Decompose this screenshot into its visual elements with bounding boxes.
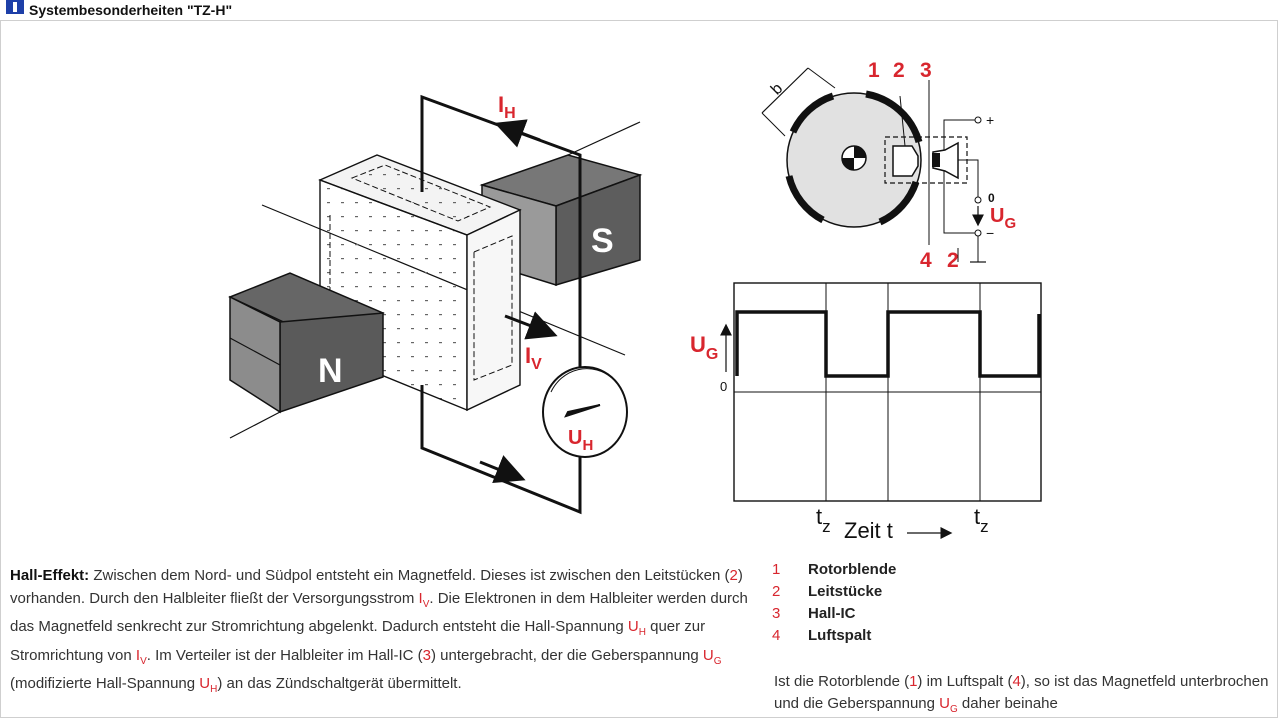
signal-waveform: [735, 310, 1041, 378]
bmw-logo-icon: [6, 0, 24, 14]
plot-tz-right: tz: [974, 504, 989, 536]
rotor-note: Ist die Rotorblende (1) im Luftspalt (4)…: [774, 673, 1269, 715]
label-ug-rotor: UG: [990, 205, 1016, 232]
window-title: Systembesonderheiten "TZ-H": [29, 2, 233, 18]
content-frame: [0, 20, 1278, 718]
voltmeter-gauge: [542, 366, 628, 458]
terminal-plus: +: [986, 112, 994, 128]
plot-tz-left: tz: [816, 504, 831, 536]
callout-2-bottom: 2: [947, 249, 959, 272]
diagram-canvas: S N: [228, 59, 1042, 543]
terminal-minus: −: [986, 225, 994, 241]
plot-ylabel: UG: [690, 332, 718, 363]
callout-1: 1: [868, 59, 880, 82]
hall-effect-diagram: S N: [228, 92, 643, 515]
rotor-schematic: b + − 0 UG 1 2 3 4 2: [761, 59, 1016, 272]
callout-4: 4: [920, 249, 932, 272]
plot-zero: 0: [720, 379, 727, 394]
terminal-zero: 0: [988, 191, 995, 205]
callout-2-top: 2: [893, 59, 905, 82]
label-ih: IH: [498, 92, 516, 122]
label-uh: UH: [568, 427, 593, 454]
title-bar: Systembesonderheiten "TZ-H": [0, 0, 1280, 22]
signal-plot: UG 0 tz tz Zeit t: [690, 282, 1042, 543]
label-iv: IV: [525, 343, 542, 373]
dim-b-label: b: [768, 80, 786, 98]
magnet-s-label: S: [591, 222, 614, 260]
magnet-n: N: [228, 272, 385, 439]
callout-3: 3: [920, 59, 932, 82]
magnet-n-label: N: [318, 352, 343, 390]
plot-xlabel: Zeit t: [844, 518, 893, 543]
semiconductor-block: [318, 154, 522, 412]
hall-effect-description: Hall-Effekt: Zwischen dem Nord- und Südp…: [10, 567, 748, 695]
